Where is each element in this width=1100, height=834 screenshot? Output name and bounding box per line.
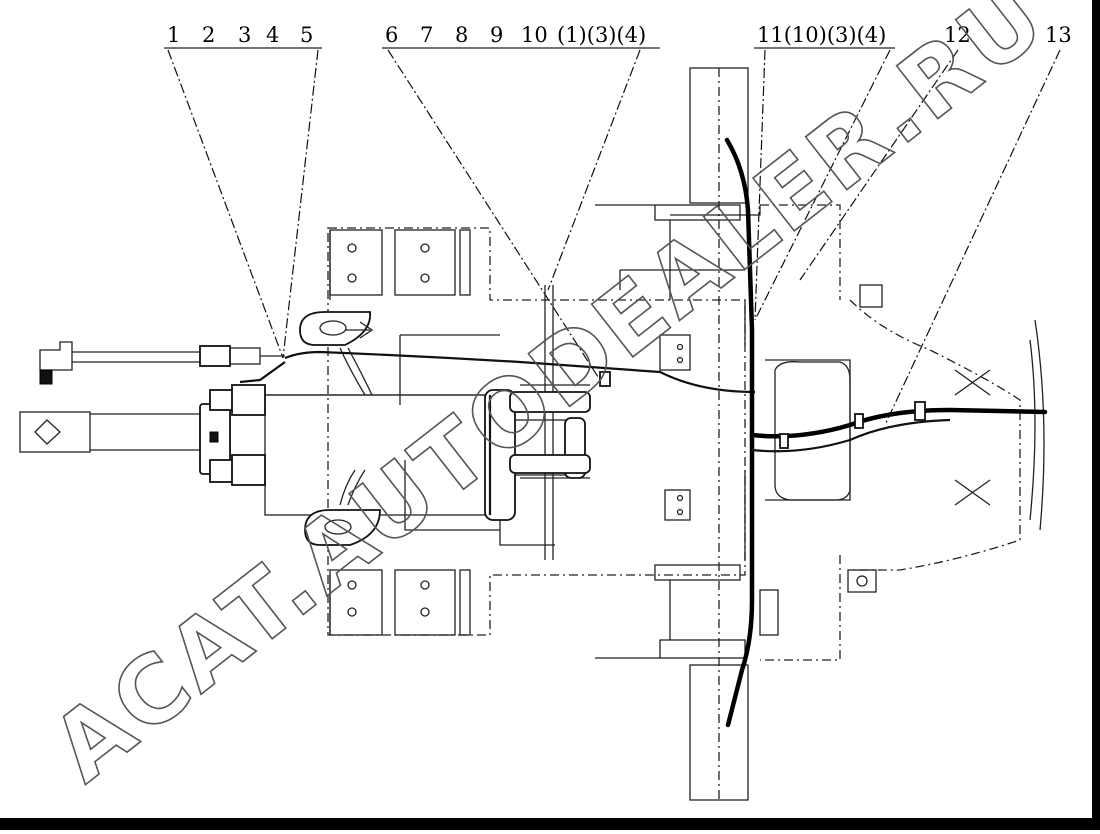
steering-column — [19, 341, 285, 486]
callout-group-b: 6 7 8 9 10 (1)(3)(4) — [382, 23, 660, 49]
leader-1 — [167, 49, 284, 359]
callout-8: 8 — [455, 23, 468, 47]
callout-11: 11(10)(3)(4) — [757, 23, 886, 47]
callout-9: 9 — [490, 23, 503, 47]
leader-12 — [799, 49, 959, 281]
callout-12: 12 — [944, 23, 971, 47]
callout-group-a: 1 2 3 4 5 — [164, 23, 322, 49]
main-frame — [327, 204, 761, 659]
callout-2: 2 — [202, 23, 215, 47]
ear-upper — [299, 311, 371, 346]
leader-lines — [167, 49, 1061, 426]
pipe-output-lower — [751, 418, 951, 453]
leader-5 — [282, 49, 319, 359]
track-rod-ends — [299, 311, 381, 546]
vertical-bolt — [544, 285, 554, 560]
heavy-line-rail — [724, 137, 755, 728]
shaft-yoke — [19, 411, 91, 453]
hose-end-fitting — [39, 341, 73, 371]
watermark: ACAT.AUTODEALER.RU — [32, 0, 1067, 803]
pipe-upper-elbow — [239, 361, 286, 384]
clamp-lower — [509, 454, 591, 474]
housing-window — [774, 361, 851, 501]
plate-upper-left — [329, 229, 383, 296]
cross-mark-lower — [954, 479, 991, 506]
callout-6: 6 — [385, 23, 398, 47]
leader-13 — [884, 49, 1061, 426]
leader-6 — [387, 49, 601, 381]
leader-11b — [754, 49, 891, 321]
callout-1: 1 — [167, 23, 180, 47]
plate-lower-mid — [394, 569, 456, 636]
ear-lower — [304, 509, 381, 546]
callout-10: 10 — [521, 23, 548, 47]
clamp-upper — [509, 391, 591, 413]
right-housing — [759, 204, 1045, 661]
vertical-rail — [689, 67, 749, 801]
hydraulic-lines — [239, 137, 1048, 728]
right-border — [1092, 0, 1100, 830]
plate-lower-left — [329, 569, 383, 636]
leader-10 — [547, 49, 641, 291]
callout-3: 3 — [238, 23, 251, 47]
callout-13: 13 — [1045, 23, 1072, 47]
callout-4: 4 — [266, 23, 279, 47]
cross-mark-upper — [954, 369, 991, 396]
plate-upper-mid — [394, 229, 456, 296]
pipe-upper — [284, 350, 756, 394]
callout-5: 5 — [300, 23, 313, 47]
hose-clamp — [199, 345, 231, 367]
cylinder-assembly — [264, 384, 591, 521]
bottom-border — [0, 818, 1100, 830]
heavy-line-output — [749, 407, 1048, 439]
callout-1-3-4: (1)(3)(4) — [557, 23, 646, 47]
watermark-text: ACAT.AUTODEALER.RU — [33, 0, 1066, 802]
leader-11 — [754, 49, 766, 321]
callout-7: 7 — [420, 23, 433, 47]
